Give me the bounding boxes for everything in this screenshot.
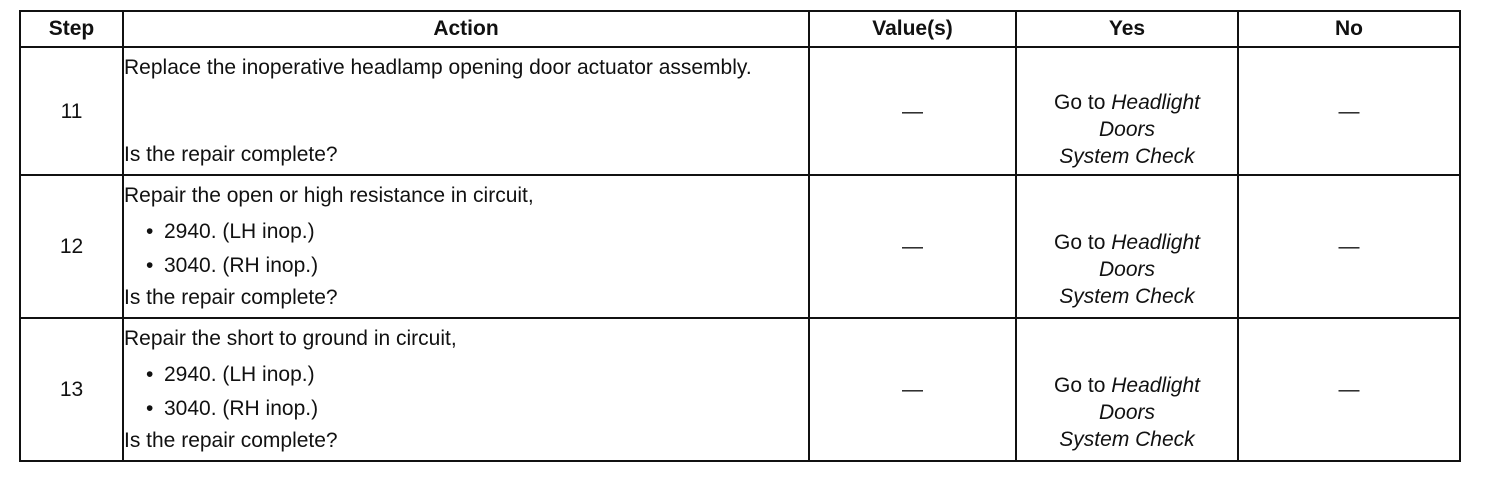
yes-link-line3: System Check bbox=[1059, 144, 1195, 168]
bullet-icon: • bbox=[146, 254, 154, 277]
table-row: 13 Repair the short to ground in circuit… bbox=[19, 317, 1461, 462]
yes-link-line2: Doors bbox=[1098, 401, 1155, 424]
yes-prefix: Go to bbox=[1054, 231, 1106, 254]
yes-link-line2: Doors bbox=[1098, 117, 1155, 141]
value-cell: — bbox=[808, 174, 1017, 319]
list-item: •3040. (RH inop.) bbox=[146, 249, 808, 283]
yes-cell: Go to Headlight Doors System Check bbox=[1015, 317, 1239, 462]
yes-link-line3: System Check bbox=[1059, 428, 1195, 451]
list-item: •3040. (RH inop.) bbox=[146, 392, 808, 426]
header-step: Step bbox=[19, 10, 124, 48]
bullet-icon: • bbox=[146, 363, 154, 386]
repair-question: Is the repair complete? bbox=[124, 286, 338, 309]
bullet-icon: • bbox=[146, 397, 154, 420]
value-cell: — bbox=[808, 46, 1017, 176]
header-values: Value(s) bbox=[808, 10, 1017, 48]
yes-cell: Go to Headlight Doors System Check bbox=[1015, 46, 1239, 176]
action-text: Repair the open or high resistance in ci… bbox=[124, 184, 534, 207]
yes-cell: Go to Headlight Doors System Check bbox=[1015, 174, 1239, 319]
step-number: 12 bbox=[19, 174, 124, 319]
repair-question: Is the repair complete? bbox=[124, 429, 338, 452]
action-cell: Replace the inoperative headlamp opening… bbox=[122, 46, 810, 176]
diagnostic-table: Step Action Value(s) Yes No 11 Replace t… bbox=[19, 10, 1461, 462]
header-action: Action bbox=[122, 10, 810, 48]
list-item: •2940. (LH inop.) bbox=[146, 358, 808, 392]
action-text: Replace the inoperative headlamp opening… bbox=[124, 56, 752, 79]
yes-link-line3: System Check bbox=[1059, 285, 1195, 308]
no-cell: — bbox=[1237, 46, 1461, 176]
no-cell: — bbox=[1237, 317, 1461, 462]
header-row: Step Action Value(s) Yes No bbox=[19, 10, 1461, 48]
table-row: 11 Replace the inoperative headlamp open… bbox=[19, 46, 1461, 176]
circuit-list: •2940. (LH inop.) •3040. (RH inop.) bbox=[124, 215, 808, 283]
no-cell: — bbox=[1237, 174, 1461, 319]
step-number: 13 bbox=[19, 317, 124, 462]
value-cell: — bbox=[808, 317, 1017, 462]
yes-link-line2: Doors bbox=[1098, 258, 1155, 281]
header-no: No bbox=[1237, 10, 1461, 48]
yes-link-line1: Headlight bbox=[1111, 374, 1200, 397]
yes-link-line1: Headlight bbox=[1111, 90, 1200, 114]
bullet-icon: • bbox=[146, 220, 154, 243]
yes-link-line1: Headlight bbox=[1111, 231, 1200, 254]
action-cell: Repair the open or high resistance in ci… bbox=[122, 174, 810, 319]
circuit-list: •2940. (LH inop.) •3040. (RH inop.) bbox=[124, 358, 808, 426]
action-text: Repair the short to ground in circuit, bbox=[124, 327, 457, 350]
yes-prefix: Go to bbox=[1054, 374, 1106, 397]
list-item: •2940. (LH inop.) bbox=[146, 215, 808, 249]
header-yes: Yes bbox=[1015, 10, 1239, 48]
repair-question: Is the repair complete? bbox=[124, 143, 338, 166]
step-number: 11 bbox=[19, 46, 124, 176]
table-row: 12 Repair the open or high resistance in… bbox=[19, 174, 1461, 319]
action-cell: Repair the short to ground in circuit, •… bbox=[122, 317, 810, 462]
yes-prefix: Go to bbox=[1054, 90, 1106, 114]
